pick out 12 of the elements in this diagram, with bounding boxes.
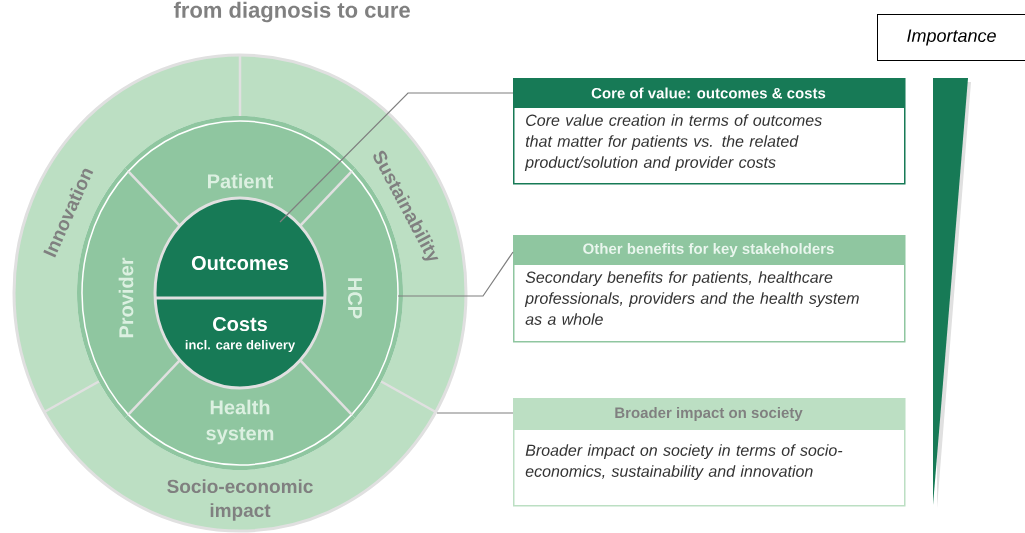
title: from diagnosis to cure <box>173 1 410 23</box>
ring-segment: Patient <box>124 116 356 226</box>
core-half: Costs incl. care delivery <box>155 293 325 388</box>
info-box: Other benefits for key stakeholders Secondary benefits for patients, healthcare professionals, providers and the health system as a whole <box>513 235 906 343</box>
core-half: Outcomes <box>155 198 325 293</box>
leader-line <box>279 92 514 223</box>
leader-line <box>436 412 514 414</box>
info-box: Core of value: outcomes & costs Core value creation in terms of outcomes that matter for patients vs. the related product/solution and provider costs <box>513 78 906 185</box>
ring-segment: Health system <box>124 360 356 470</box>
label-box: Importance <box>877 14 1025 61</box>
info-box: Broader impact on society Broader impact on society in terms of socio-economics, sustainability and innovation <box>513 398 906 507</box>
leader-line <box>397 251 514 297</box>
